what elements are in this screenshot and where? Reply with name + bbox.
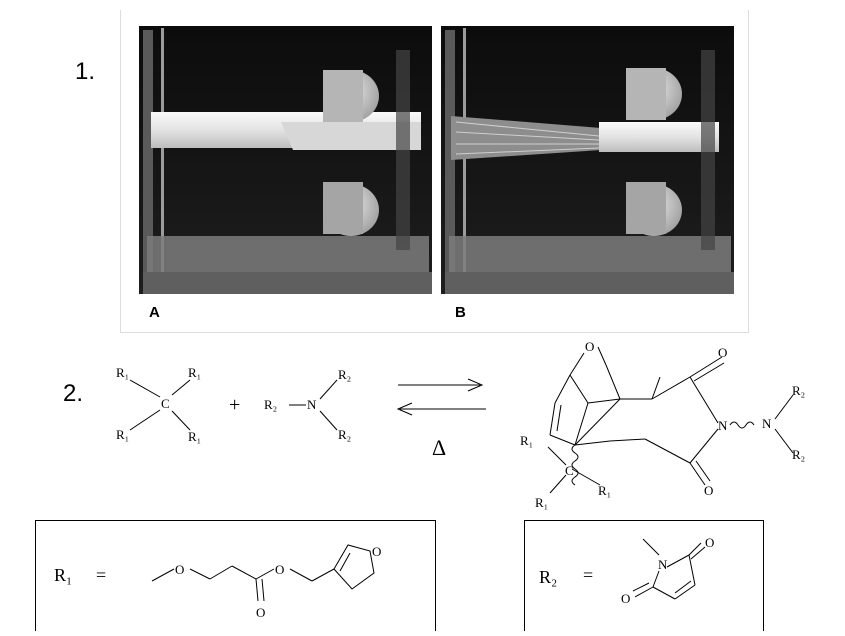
photo-panel: A B bbox=[120, 10, 749, 333]
photo-a bbox=[139, 26, 432, 294]
product-amine-nitrogen: N bbox=[762, 416, 772, 431]
reactant-1-center: C bbox=[161, 396, 170, 411]
reaction-scheme: C R₁ R₁ R₁ R₁ + R₂ N R₂ R₂ Δ bbox=[116, 339, 805, 510]
r2-symbol: R₂ bbox=[539, 567, 557, 587]
reactant-2-r2-bottom: R₂ bbox=[338, 427, 351, 442]
r2-structure: R₂ = N O O bbox=[539, 535, 714, 606]
product-r2-top: R₂ bbox=[792, 383, 805, 398]
product-carbonyl-oxygen-bottom: O bbox=[704, 483, 713, 498]
product-r1-top-left: R₁ bbox=[520, 433, 533, 448]
panel-b-label: B bbox=[455, 304, 466, 321]
reactant-1-r1-bottom-left: R₁ bbox=[116, 427, 129, 442]
r2-carbonyl-oxygen-left: O bbox=[621, 591, 630, 606]
product-carbon: C bbox=[565, 463, 574, 478]
product-r1-bottom-left: R₁ bbox=[535, 495, 548, 510]
r1-ether-oxygen: O bbox=[175, 562, 184, 577]
reactant-1-structure: C R₁ R₁ R₁ R₁ bbox=[116, 365, 201, 444]
r1-definition-box: R₁ = O O O O bbox=[35, 520, 436, 631]
photo-b bbox=[441, 26, 734, 294]
product-r2-bottom: R₂ bbox=[792, 447, 805, 462]
r2-definition-box: R₂ = N O O bbox=[524, 520, 764, 631]
reactant-2-structure: R₂ N R₂ R₂ bbox=[264, 367, 351, 442]
equilibrium-arrows bbox=[396, 378, 486, 416]
r1-furan-oxygen: O bbox=[372, 544, 381, 559]
r2-ring-nitrogen: N bbox=[658, 557, 668, 572]
photo-specimens bbox=[139, 26, 734, 294]
r2-equals: = bbox=[583, 565, 593, 585]
reactant-1-r1-bottom-right: R₁ bbox=[188, 429, 201, 444]
r1-ester-oxygen: O bbox=[275, 562, 284, 577]
product-bridge-oxygen: O bbox=[585, 339, 594, 354]
r1-carbonyl-oxygen: O bbox=[256, 605, 265, 620]
product-labels: O O N O N R₂ R₂ C R₁ R₁ R₁ bbox=[520, 339, 805, 510]
r1-equals: = bbox=[96, 565, 106, 585]
product-structure bbox=[547, 346, 794, 494]
product-carbonyl-oxygen-top: O bbox=[718, 345, 727, 360]
product-imide-nitrogen: N bbox=[718, 418, 728, 433]
r1-symbol: R₁ bbox=[54, 565, 72, 585]
r2-carbonyl-oxygen-right: O bbox=[705, 535, 714, 550]
heat-symbol: Δ bbox=[432, 435, 446, 460]
r1-structure: R₁ = O O O O bbox=[54, 544, 381, 620]
plus-sign: + bbox=[229, 394, 240, 416]
reactant-2-r2-left: R₂ bbox=[264, 397, 277, 412]
reactant-1-r1-top-right: R₁ bbox=[188, 365, 201, 380]
product-r1-bottom-right: R₁ bbox=[598, 483, 611, 498]
panel-a-label: A bbox=[149, 304, 160, 321]
reactant-2-center: N bbox=[307, 397, 317, 412]
reactant-2-r2-top: R₂ bbox=[338, 367, 351, 382]
reactant-1-r1-top-left: R₁ bbox=[116, 365, 129, 380]
step-1-number: 1. bbox=[75, 58, 96, 85]
step-2-number: 2. bbox=[63, 380, 84, 407]
